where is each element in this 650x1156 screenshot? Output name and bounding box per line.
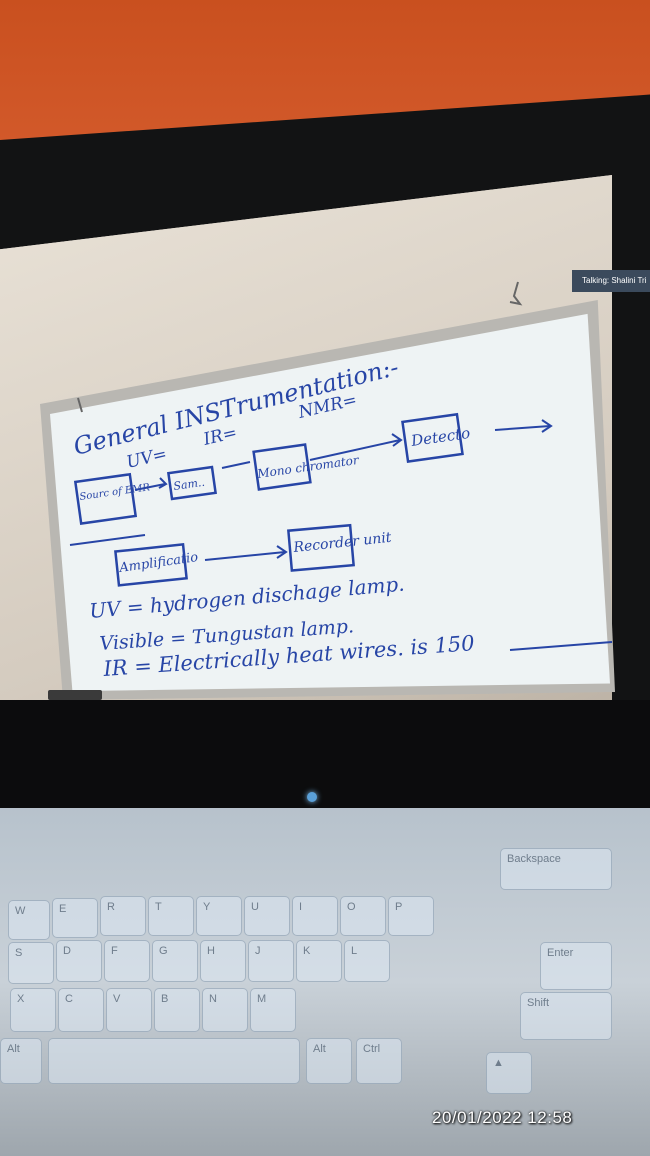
key-u[interactable]: U: [244, 896, 290, 936]
talking-label: Talking: Shalini Tri: [582, 276, 647, 285]
box-source: Sourc of EMR: [73, 472, 151, 525]
key-backspace[interactable]: Backspace: [500, 848, 612, 890]
key-o[interactable]: O: [340, 896, 386, 936]
video-controls[interactable]: [48, 690, 102, 700]
key-enter[interactable]: Enter: [540, 942, 612, 990]
key-k[interactable]: K: [296, 940, 342, 982]
box-sample: Sam..: [166, 465, 218, 501]
key-i[interactable]: I: [292, 896, 338, 936]
talking-indicator: Talking: Shalini Tri: [572, 270, 650, 292]
box-detector: Detecto: [401, 412, 471, 463]
key-j[interactable]: J: [248, 940, 294, 982]
webcam-light: [307, 792, 317, 802]
key-x[interactable]: X: [10, 988, 56, 1032]
box-amplifier: Amplificatio: [114, 543, 199, 587]
box-recorder: Recorder unit: [287, 523, 393, 572]
key-d[interactable]: D: [56, 940, 102, 982]
key-f[interactable]: F: [104, 940, 150, 982]
key-t[interactable]: T: [148, 896, 194, 936]
box-sample-label: Sam..: [173, 476, 206, 493]
key-c[interactable]: C: [58, 988, 104, 1032]
key-l[interactable]: L: [344, 940, 390, 982]
photo-timestamp: 20/01/2022 12:58: [432, 1108, 573, 1127]
screen-bezel: [0, 700, 650, 810]
key-p[interactable]: P: [388, 896, 434, 936]
key-n[interactable]: N: [202, 988, 248, 1032]
box-source-label: Sourc of EMR: [79, 482, 151, 503]
box-recorder-label: Recorder unit: [292, 530, 393, 556]
uv-label: UV=: [125, 444, 169, 473]
key-v[interactable]: V: [106, 988, 152, 1032]
key-ctrl[interactable]: Ctrl: [356, 1038, 402, 1084]
key-s[interactable]: S: [8, 942, 54, 984]
key-b[interactable]: B: [154, 988, 200, 1032]
key-g[interactable]: G: [152, 940, 198, 982]
note-uv: UV = hydrogen dischage lamp.: [88, 572, 405, 623]
key-alt-left[interactable]: Alt: [0, 1038, 42, 1084]
keyboard: W E R T Y U I O P Backspace S D F G H J …: [0, 812, 650, 1156]
key-y[interactable]: Y: [196, 896, 242, 936]
key-m[interactable]: M: [250, 988, 296, 1032]
key-shift[interactable]: Shift: [520, 992, 612, 1040]
key-arrow-up[interactable]: ▲: [486, 1052, 532, 1094]
key-w[interactable]: W: [8, 900, 50, 940]
key-r[interactable]: R: [100, 896, 146, 936]
key-alt-right[interactable]: Alt: [306, 1038, 352, 1084]
key-space[interactable]: [48, 1038, 300, 1084]
key-h[interactable]: H: [200, 940, 246, 982]
key-e[interactable]: E: [52, 898, 98, 938]
